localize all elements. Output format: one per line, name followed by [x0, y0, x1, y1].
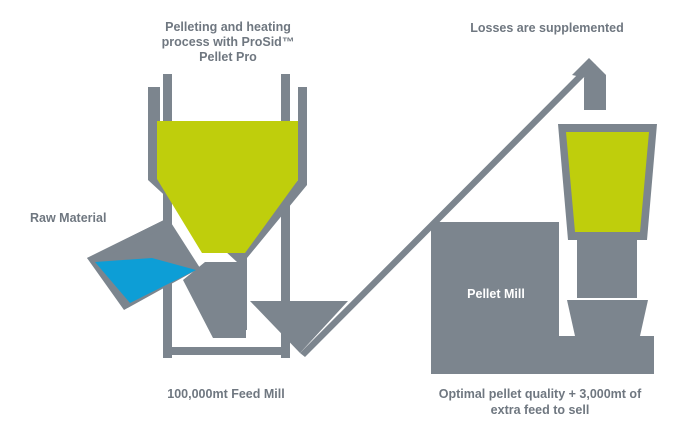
silo-frame-crossbar: [163, 347, 290, 355]
pellet-mill-base: [431, 336, 654, 374]
process-label-line1: Pelleting and heating: [165, 20, 291, 34]
silo: [148, 74, 307, 358]
raw-material-label: Raw Material: [30, 211, 106, 225]
process-label-line2: process with ProSid™: [162, 35, 295, 49]
silo-outlet: [183, 262, 246, 338]
pellet-hopper: [558, 124, 657, 240]
pellet-mill: [431, 222, 654, 374]
conveyor-hopper: [250, 301, 348, 353]
raw-material-fill: [95, 258, 196, 303]
pellet-mill-die: [567, 300, 648, 336]
feed-mill-label: 100,000mt Feed Mill: [167, 387, 284, 401]
process-label-line3: Pellet Pro: [199, 50, 257, 64]
conveyor-discharge: [572, 58, 606, 110]
silo-frame-right-post: [281, 74, 290, 358]
inclined-conveyor: [300, 61, 596, 357]
pellet-mill-label: Pellet Mill: [467, 287, 525, 301]
optimal-label-line1: Optimal pellet quality + 3,000mt of: [439, 387, 642, 401]
pellet-mill-column: [577, 240, 637, 298]
pellet-hopper-feed: [566, 132, 649, 232]
raw-material-hopper: [87, 218, 200, 310]
raw-material-chute-edge: [87, 218, 172, 263]
discharge-pipe: [584, 86, 606, 110]
optimal-label-line2: extra feed to sell: [491, 403, 590, 417]
silo-frame-left-post: [163, 74, 172, 358]
discharge-pipe-top: [584, 70, 606, 86]
losses-label: Losses are supplemented: [470, 21, 624, 35]
silo-feed-fill: [157, 121, 298, 253]
